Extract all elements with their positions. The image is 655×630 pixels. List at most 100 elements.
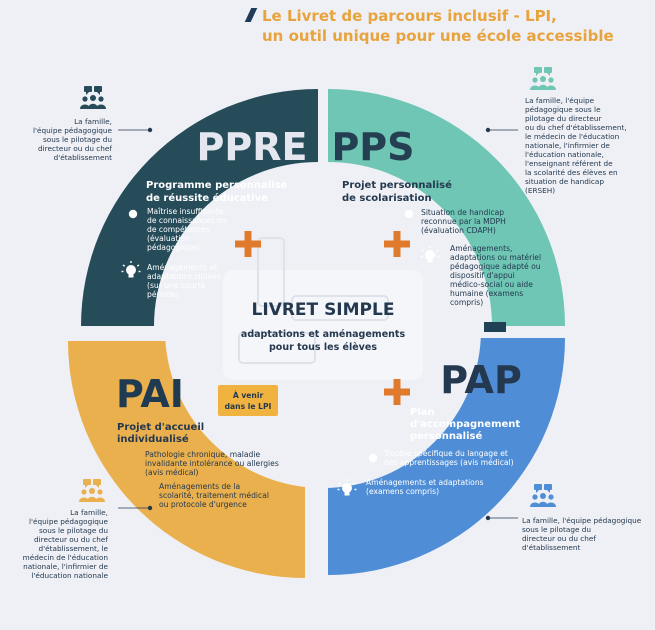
note-line: l'équipe pédagogique — [29, 517, 108, 526]
text-line: Aménagements et adaptations — [366, 478, 484, 487]
ring-connector — [484, 322, 506, 332]
bullet-dot-icon — [368, 453, 378, 463]
badge-line-2: dans le LPI — [225, 402, 272, 411]
note-line: l'enseignant référent de — [525, 159, 613, 168]
text-line: Aménagements et — [147, 263, 217, 272]
text-line: scolarité, traitement médical — [159, 491, 269, 500]
title-line-1: Le Livret de parcours inclusif - LPI, — [262, 7, 557, 25]
text-line: Aménagements, — [450, 244, 512, 253]
note-line: sous le pilotage du — [38, 526, 108, 535]
text-line: (évaluation — [147, 234, 190, 243]
center-subtitle-line-2: pour tous les élèves — [269, 342, 377, 353]
text-line: Pathologie chronique, maladie — [145, 450, 260, 459]
ppre-acronym: PPRE — [197, 125, 308, 169]
people-speech-icon — [530, 484, 556, 507]
note-line: La famille, l'équipe pédagogique — [522, 516, 642, 525]
note-line: l'éducation nationale, — [525, 150, 604, 159]
title-line-2: un outil unique pour une école accessibl… — [262, 27, 614, 45]
text-line: Trouble spécifique du langage et — [383, 449, 508, 458]
note-line: nationale, l'infirmier de — [525, 141, 610, 150]
center-subtitle-line-1: adaptations et aménagements — [241, 329, 406, 340]
pap-name-line-3: personnalisé — [410, 430, 482, 442]
note-line: situation de handicap — [525, 177, 605, 186]
text-line: humaine (examens — [450, 289, 523, 298]
coming-soon-badge — [218, 385, 278, 416]
text-line: dispositif d'appui — [450, 271, 515, 280]
connector-dot — [147, 127, 153, 133]
bullet-dot-icon — [128, 209, 138, 219]
note-line: La famille, — [74, 117, 112, 126]
connector-dot — [485, 515, 491, 521]
note-line: directeur ou du chef — [34, 535, 108, 544]
note-line: l'éducation nationale — [31, 571, 108, 580]
note-line: sous le pilotage du — [522, 525, 592, 534]
pap-name-line-2: d'accompagnement — [410, 419, 520, 430]
text-line: (évaluation CDAPH) — [421, 226, 496, 235]
note-line: médecin de l'éducation — [22, 553, 108, 562]
center-panel — [223, 270, 423, 380]
page-title: Le Livret de parcours inclusif - LPI, un… — [244, 6, 652, 46]
pap-name-line-1: Plan — [410, 407, 435, 418]
note-line: pédagogique sous le — [525, 105, 601, 114]
badge-line-1: À venir — [233, 391, 264, 400]
pai-acronym: PAI — [116, 372, 184, 416]
center-title: LIVRET SIMPLE — [252, 300, 395, 320]
note-line: ou du chef d'établissement, — [525, 123, 627, 132]
pai-name-line-2: individualisé — [117, 433, 189, 445]
people-speech-icon — [530, 67, 556, 90]
note-line: le médecin de l'éducation — [525, 132, 620, 141]
note-line: d'établissement, le — [38, 544, 108, 553]
text-line: médico-social ou aide — [450, 280, 533, 289]
pap-measures-text: Aménagements et adaptations(examens comp… — [366, 478, 484, 496]
text-line: (examens compris) — [366, 487, 439, 496]
note-line: pilotage du directeur — [525, 114, 602, 123]
watermark-shape — [291, 295, 389, 321]
bullet-dot-icon — [404, 209, 414, 219]
connector-dot — [147, 505, 153, 511]
note-line: nationale, l'infirmier de — [23, 562, 108, 571]
watermark-shape — [257, 237, 285, 307]
note-line: l'équipe pédagogique — [33, 126, 112, 135]
people-speech-icon — [79, 479, 105, 502]
text-line: pédagogique) — [147, 243, 200, 252]
text-line: ou protocole d'urgence — [159, 500, 247, 509]
pps-acronym: PPS — [331, 125, 414, 169]
connector-dot — [485, 127, 491, 133]
pps-name-line-2: de scolarisation — [342, 193, 432, 204]
note-line: sous le pilotage du — [42, 135, 112, 144]
pps-name-line-1: Projet personnalisé — [342, 179, 452, 191]
people-speech-icon — [80, 86, 106, 109]
note-line: d'établissement — [522, 543, 581, 552]
note-line: directeur ou du chef — [38, 144, 112, 153]
ppre-quadrant — [81, 89, 318, 326]
text-line: (sur une courte — [147, 281, 206, 290]
text-line: Aménagements de la — [159, 482, 240, 491]
watermark-shape — [238, 332, 316, 364]
text-line: adaptations ou matériel — [450, 253, 541, 262]
text-line: reconnue par la MDPH — [421, 217, 506, 226]
text-line: période) — [147, 290, 179, 299]
text-line: pédagogique adapté ou — [450, 262, 541, 271]
pps-quadrant — [328, 89, 565, 326]
text-line: invalidante intolérance ou allergies — [145, 459, 279, 468]
note-line: la scolarité des élèves en — [525, 168, 618, 177]
text-line: (avis médical) — [145, 468, 199, 477]
note-line: (ERSEH) — [525, 186, 556, 195]
text-line: des apprentissages (avis médical) — [384, 458, 514, 467]
pap-acronym: PAP — [440, 358, 522, 402]
text-line: de compétences — [147, 225, 210, 234]
ppre-name-line-2: de réussite éducative — [146, 192, 268, 204]
text-line: de connaissances ou — [147, 216, 226, 225]
